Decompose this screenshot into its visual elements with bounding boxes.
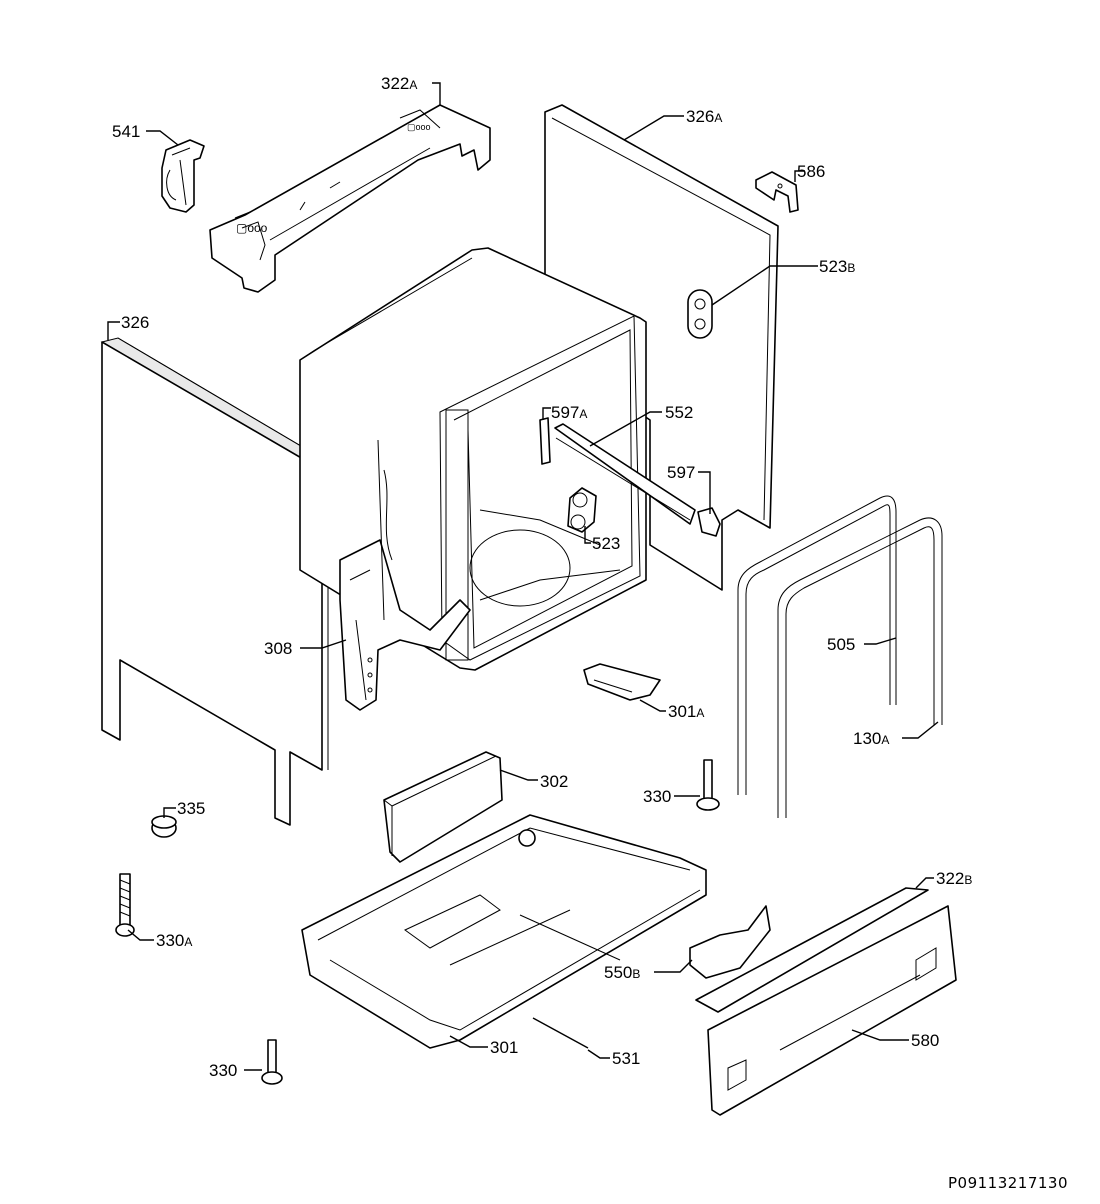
callout-130a: 130A	[853, 729, 889, 748]
part-322a-top-bracket: ▢ooo ▢ooo	[209, 104, 491, 293]
part-523-grommet	[567, 487, 597, 533]
callout-322b: 322B	[936, 869, 972, 888]
callout-330-right: 330	[643, 787, 671, 806]
reference-code: P09113217130	[948, 1174, 1068, 1192]
callout-326a: 326A	[686, 107, 722, 126]
callout-335: 335	[177, 799, 205, 818]
callout-580: 580	[911, 1031, 939, 1050]
callout-302: 302	[540, 772, 568, 791]
callout-552: 552	[665, 403, 693, 422]
callout-523: 523	[592, 534, 620, 553]
svg-text:▢ooo: ▢ooo	[407, 122, 431, 132]
callout-308: 308	[264, 639, 292, 658]
part-550b-bracket	[689, 905, 771, 979]
callout-330-bottom: 330	[209, 1061, 237, 1080]
callout-322a: 322A	[381, 74, 417, 93]
part-531-wire	[532, 1017, 589, 1049]
callout-523b: 523B	[819, 257, 855, 276]
callout-597a: 597A	[551, 403, 587, 422]
callout-505: 505	[827, 635, 855, 654]
svg-text:▢ooo: ▢ooo	[236, 221, 268, 235]
part-335-nut	[151, 815, 177, 838]
leader-lines	[107, 82, 939, 1071]
part-586-bracket	[755, 171, 799, 213]
callout-586: 586	[797, 162, 825, 181]
callout-330a: 330A	[156, 931, 192, 950]
part-130a-seal	[777, 517, 943, 818]
callout-301a: 301A	[668, 702, 704, 721]
part-330a-screw	[115, 873, 135, 937]
part-322b-strip	[695, 887, 929, 1013]
callout-326: 326	[121, 313, 149, 332]
callout-301: 301	[490, 1038, 518, 1057]
part-580-kickplate	[707, 905, 957, 1116]
part-302-panel	[383, 751, 503, 863]
part-326-side-panel	[100, 337, 329, 826]
part-330-screw-right	[696, 759, 720, 811]
callouts: 541 322A 326A 586 523B 326 597A 552 597 …	[112, 74, 972, 1080]
part-523b-grommet	[687, 289, 713, 339]
part-552-rail	[554, 423, 696, 525]
part-541-clip	[161, 139, 205, 213]
callout-541: 541	[112, 122, 140, 141]
part-505-seal	[737, 495, 897, 795]
part-301-base	[301, 814, 707, 1049]
part-308-hinge	[339, 439, 471, 711]
callout-550b: 550B	[604, 963, 640, 982]
part-330-screw-bottom	[261, 1039, 283, 1085]
part-597a-clip	[539, 417, 551, 465]
callout-597: 597	[667, 463, 695, 482]
callout-531: 531	[612, 1049, 640, 1068]
part-301a-bracket	[583, 663, 661, 701]
